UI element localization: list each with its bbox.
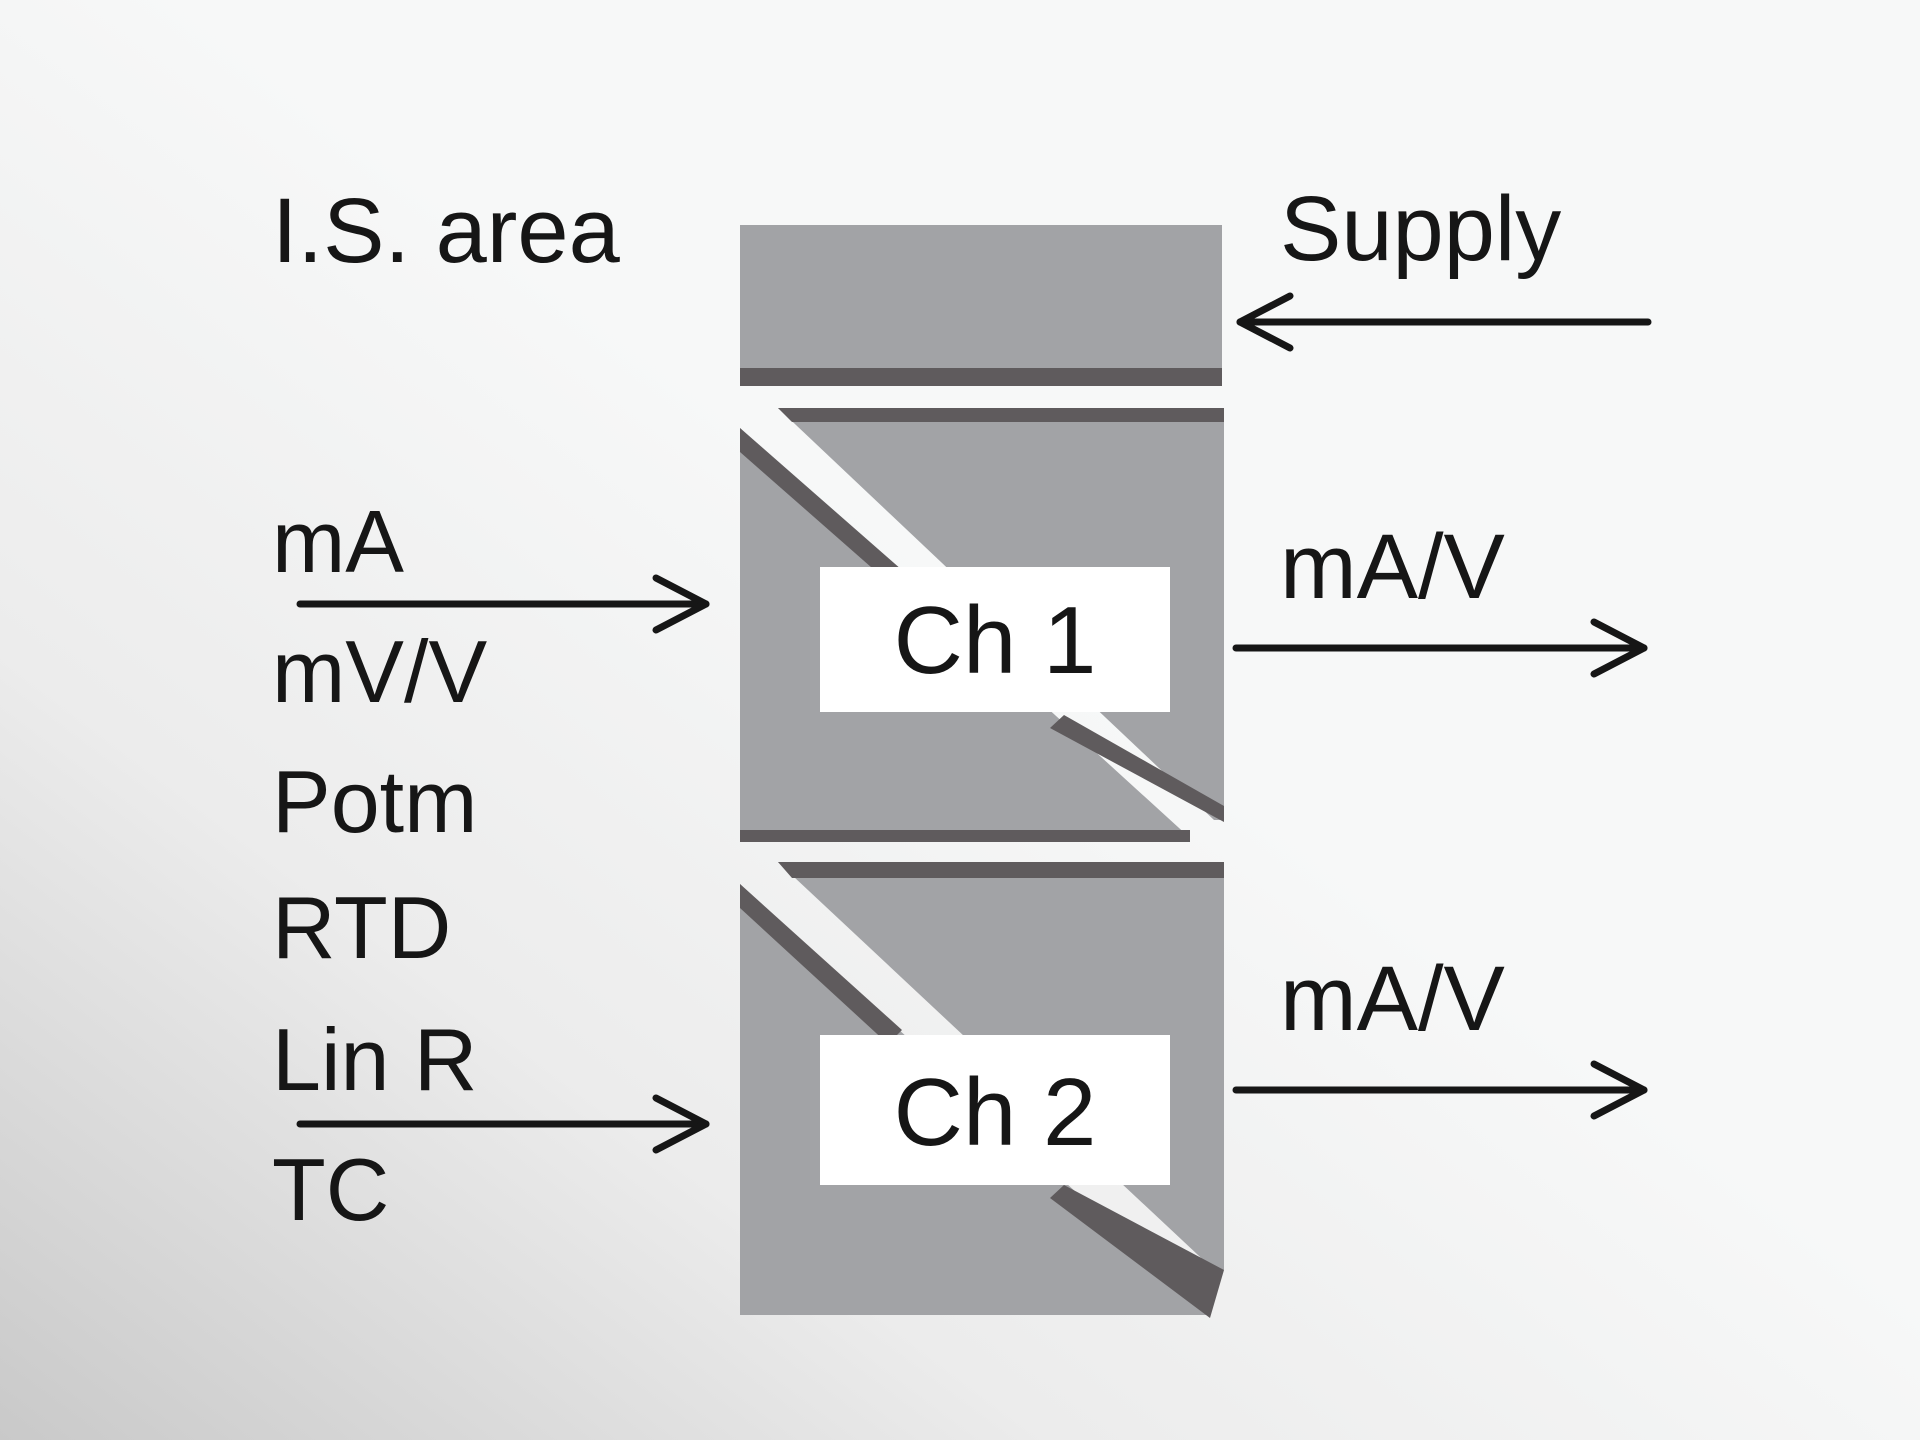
output-arrow-ch1 — [1232, 618, 1648, 678]
is-area-label: I.S. area — [272, 180, 621, 282]
channel-2-module — [740, 862, 1224, 1318]
channel-2-label: Ch 2 — [894, 1059, 1097, 1166]
supply-label: Supply — [1280, 178, 1561, 280]
supply-arrow — [1236, 292, 1652, 352]
channel-1-label: Ch 1 — [894, 587, 1097, 694]
input-label-mvv: mV/V — [272, 622, 487, 721]
input-label-ma: mA — [272, 492, 404, 591]
input-arrow-ch1 — [296, 574, 710, 634]
input-labels: mA mV/V Potm RTD Lin R TC — [272, 492, 487, 1239]
output-label-ch1: mA/V — [1280, 516, 1505, 618]
supply-module — [740, 225, 1222, 386]
channel-2-label-box — [820, 1035, 1170, 1185]
input-arrow-ch2 — [296, 1094, 710, 1154]
output-label-ch2: mA/V — [1280, 948, 1505, 1050]
input-label-potm: Potm — [272, 752, 477, 851]
input-label-tc: TC — [272, 1140, 389, 1239]
input-label-lin-r: Lin R — [272, 1010, 477, 1109]
channel-1-module — [740, 408, 1224, 842]
channel-1-label-box — [820, 567, 1170, 712]
output-arrow-ch2 — [1232, 1060, 1648, 1120]
input-label-rtd: RTD — [272, 878, 451, 977]
